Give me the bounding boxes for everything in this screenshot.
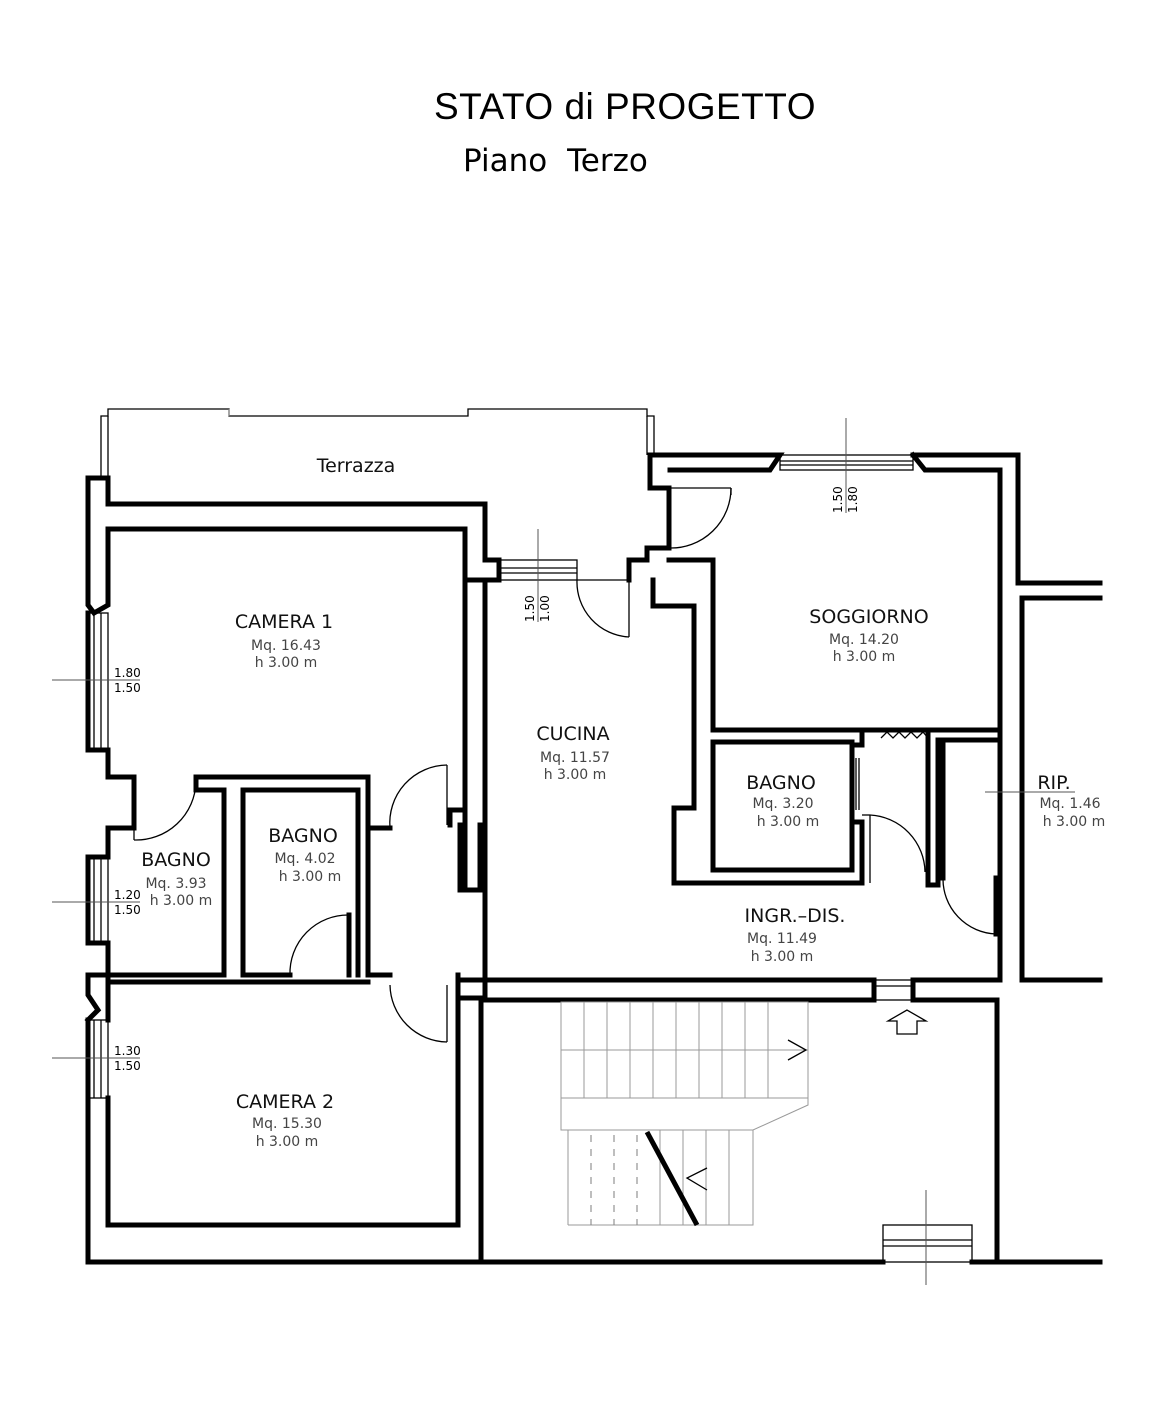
room-name: BAGNO — [268, 825, 338, 847]
drawing-title: STATO di PROGETTO — [434, 86, 816, 127]
room-height: h 3.00 m — [150, 893, 213, 909]
dim-bagno1-bottom: 1.50 — [114, 903, 141, 917]
room-name: BAGNO — [141, 849, 211, 871]
dim-camera2-bottom: 1.50 — [114, 1059, 141, 1073]
room-height: h 3.00 m — [757, 814, 820, 830]
room-ingresso: INGR.–DIS. Mq. 11.49 h 3.00 m — [745, 905, 846, 965]
room-bagno2: BAGNO Mq. 4.02 h 3.00 m — [268, 825, 341, 885]
room-name: BAGNO — [746, 772, 816, 794]
room-name: CAMERA 1 — [235, 611, 333, 633]
room-height: h 3.00 m — [1043, 814, 1106, 830]
dim-camera2-top: 1.30 — [114, 1044, 141, 1058]
room-bagno1: BAGNO Mq. 3.93 h 3.00 m — [141, 849, 212, 909]
room-height: h 3.00 m — [255, 655, 318, 671]
windows — [87, 454, 973, 1263]
terrace: Terrazza — [100, 408, 655, 478]
room-name: RIP. — [1037, 772, 1070, 794]
room-height: h 3.00 m — [256, 1134, 319, 1150]
room-name: SOGGIORNO — [809, 606, 928, 628]
walls — [84, 451, 1103, 1265]
dim-camera1-top: 1.80 — [114, 666, 141, 680]
room-height: h 3.00 m — [544, 767, 607, 783]
room-camera2: CAMERA 2 Mq. 15.30 h 3.00 m — [236, 1091, 334, 1150]
room-rip: RIP. Mq. 1.46 h 3.00 m — [1037, 772, 1105, 830]
dimension-lines: 1.80 1.50 1.20 1.50 1.30 1.50 1.00 1.50 … — [52, 418, 1075, 1285]
terrace-label: Terrazza — [316, 455, 396, 477]
room-name: CUCINA — [536, 723, 609, 745]
room-area: Mq. 16.43 — [251, 638, 321, 654]
room-height: h 3.00 m — [279, 869, 342, 885]
room-area: Mq. 3.93 — [145, 876, 206, 892]
room-area: Mq. 11.49 — [747, 931, 817, 947]
room-bagno3: BAGNO Mq. 3.20 h 3.00 m — [746, 772, 819, 830]
room-area: Mq. 11.57 — [540, 750, 610, 766]
dim-cucina-b: 1.50 — [523, 595, 537, 622]
dim-soggiorno-b: 1.50 — [831, 486, 845, 513]
dim-bagno1-top: 1.20 — [114, 888, 141, 902]
room-area: Mq. 3.20 — [752, 796, 813, 812]
room-area: Mq. 15.30 — [252, 1116, 322, 1132]
room-height: h 3.00 m — [751, 949, 814, 965]
doors — [133, 487, 997, 1043]
dim-soggiorno-a: 1.80 — [846, 486, 860, 513]
dim-camera1-bottom: 1.50 — [114, 681, 141, 695]
room-area: Mq. 4.02 — [274, 851, 335, 867]
floor-subtitle: Piano Terzo — [463, 143, 648, 179]
room-area: Mq. 1.46 — [1039, 796, 1100, 812]
room-soggiorno: SOGGIORNO Mq. 14.20 h 3.00 m — [809, 606, 928, 665]
room-name: CAMERA 2 — [236, 1091, 334, 1113]
room-area: Mq. 14.20 — [829, 632, 899, 648]
staircase — [560, 1001, 929, 1227]
room-labels: CAMERA 1 Mq. 16.43 h 3.00 m CUCINA Mq. 1… — [141, 606, 1105, 1150]
room-cucina: CUCINA Mq. 11.57 h 3.00 m — [536, 723, 610, 783]
room-height: h 3.00 m — [833, 649, 896, 665]
room-camera1: CAMERA 1 Mq. 16.43 h 3.00 m — [235, 611, 333, 671]
dim-cucina-a: 1.00 — [538, 595, 552, 622]
room-name: INGR.–DIS. — [745, 905, 846, 927]
